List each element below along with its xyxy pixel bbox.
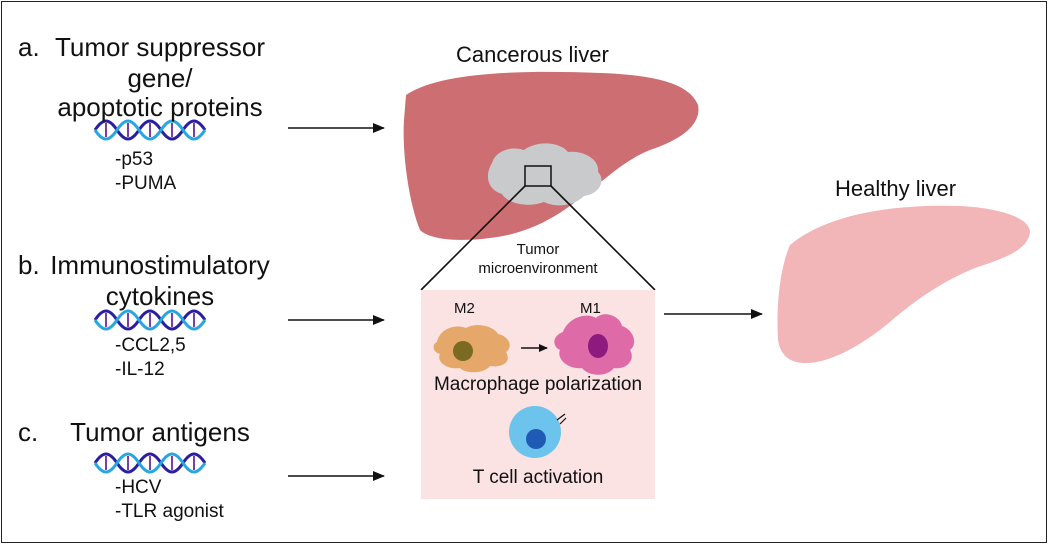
tumor-mass-shape (487, 143, 602, 206)
zoom-line-left (420, 185, 526, 291)
section-a-letter: a. (18, 32, 40, 62)
tumor-label-1: Tumor (516, 241, 560, 258)
cancerous-liver-label: Cancerous liver (456, 42, 609, 67)
healthy-liver-shape (777, 205, 1030, 364)
m2-nucleus (453, 341, 473, 361)
dna-helix-icon-c (93, 452, 207, 474)
macrophage-caption: Macrophage polarization (433, 374, 643, 395)
section-b-title-2: cytokines (105, 281, 215, 311)
section-b-letter: b. (18, 250, 40, 280)
zoom-line-right (550, 185, 656, 291)
t-cell-nucleus (526, 429, 546, 449)
section-a-item-1: -p53 (115, 149, 154, 170)
section-a-item-2: -PUMA (115, 173, 177, 194)
section-c-title-1: Tumor antigens (70, 417, 250, 447)
section-b-title-1: Immunostimulatory (50, 250, 270, 280)
zoom-box (524, 165, 552, 187)
healthy-liver-label: Healthy liver (835, 176, 957, 201)
m1-label: M1 (580, 300, 601, 317)
section-a-title-3: apoptotic proteins (57, 92, 263, 122)
section-c-item-2: -TLR agonist (115, 501, 224, 522)
tcell-caption: T cell activation (472, 467, 604, 488)
tumor-label-2: microenvironment (478, 260, 598, 277)
section-a-title-2: gene/ (127, 63, 193, 93)
section-b-item-1: -CCL2,5 (115, 335, 186, 356)
section-b-item-2: -IL-12 (115, 359, 165, 380)
section-a-title-1: Tumor suppressor (55, 32, 265, 62)
dna-helix-icon-a (93, 119, 207, 141)
section-c-letter: c. (18, 417, 39, 447)
m1-nucleus (588, 334, 608, 358)
dna-helix-icon-b (93, 309, 207, 331)
m2-label: M2 (454, 300, 475, 317)
t-cell-receptor (556, 413, 567, 425)
section-c-item-1: -HCV (115, 477, 162, 498)
